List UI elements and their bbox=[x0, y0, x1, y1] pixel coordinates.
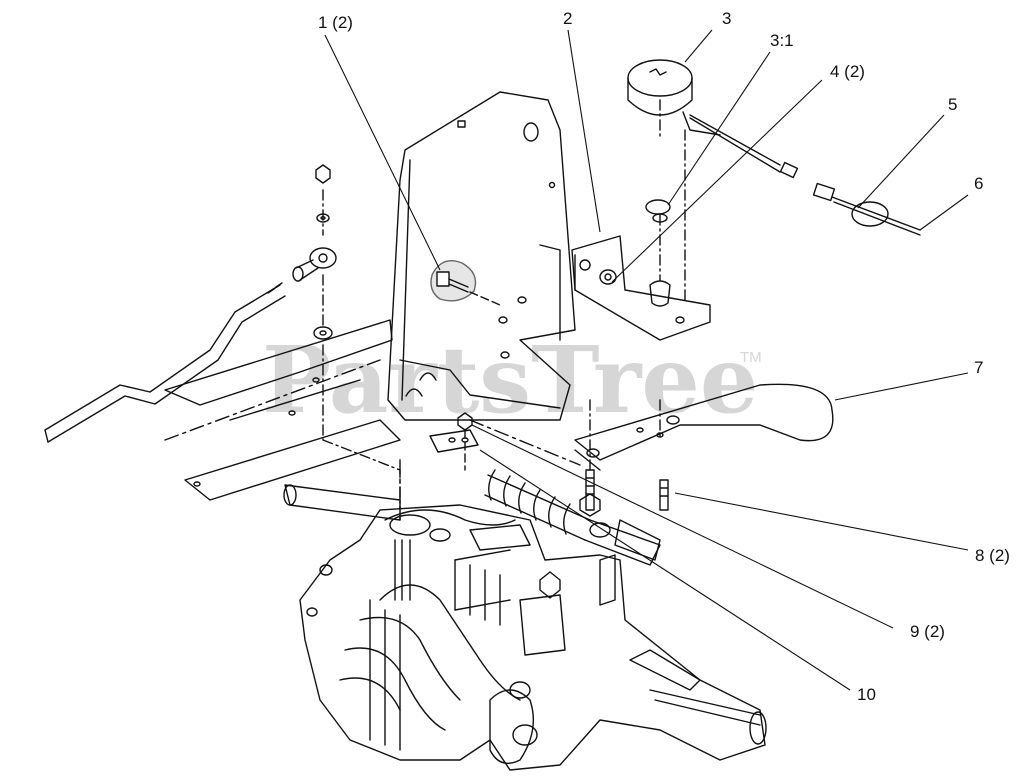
leader-6 bbox=[919, 194, 969, 231]
leader-1 bbox=[324, 34, 441, 271]
leader-lines bbox=[324, 29, 969, 691]
bracket-item-2 bbox=[539, 235, 711, 341]
callout-7: 7 bbox=[974, 358, 984, 377]
leader-9 bbox=[471, 424, 894, 629]
control-rod bbox=[44, 282, 286, 443]
bolt-item-1 bbox=[430, 260, 501, 306]
leader-2 bbox=[567, 29, 601, 233]
leader-8 bbox=[674, 492, 969, 551]
callout-5: 5 bbox=[948, 95, 958, 114]
leader-5 bbox=[857, 114, 945, 209]
callout-1: 1 (2) bbox=[318, 13, 353, 32]
pedal-item-7 bbox=[574, 383, 834, 471]
clip-item-3-1 bbox=[645, 199, 671, 307]
leader-4 bbox=[611, 79, 823, 283]
callout-6: 6 bbox=[974, 174, 984, 193]
leader-7 bbox=[834, 372, 969, 401]
leader-3 bbox=[684, 29, 713, 63]
harness-items-5-6 bbox=[812, 182, 921, 236]
callout-9: 9 (2) bbox=[910, 622, 945, 641]
rod-end bbox=[292, 164, 401, 511]
transaxle-assembly bbox=[283, 484, 767, 771]
callout-10: 10 bbox=[857, 685, 876, 704]
mounting-plate bbox=[387, 91, 576, 421]
callout-4: 4 (2) bbox=[830, 62, 865, 81]
watermark-trademark: TM bbox=[740, 349, 762, 366]
callout-8: 8 (2) bbox=[975, 546, 1010, 565]
watermark-text: PartsTree bbox=[262, 326, 758, 434]
leader-10 bbox=[479, 449, 851, 691]
partstree-watermark: PartsTree TM bbox=[262, 326, 762, 434]
sensor-item-3 bbox=[627, 59, 799, 301]
callout-3: 3 bbox=[722, 9, 732, 28]
callout-3-1: 3:1 bbox=[770, 31, 794, 50]
bolts-item-8 bbox=[585, 469, 669, 511]
support-bar bbox=[164, 319, 401, 501]
guide-lines bbox=[164, 359, 581, 521]
leader-3-1 bbox=[667, 51, 771, 206]
callout-2: 2 bbox=[563, 9, 573, 28]
spring-item-10 bbox=[484, 469, 661, 566]
